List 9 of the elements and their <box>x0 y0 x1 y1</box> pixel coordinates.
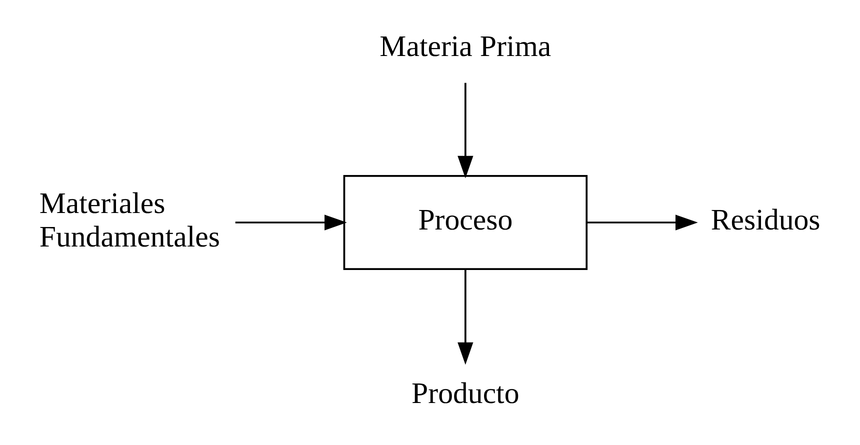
arrow <box>235 214 347 230</box>
node-text: Producto <box>412 376 520 410</box>
arrow <box>458 82 474 178</box>
node-text: Residuos <box>710 204 820 237</box>
node-text: Materiales Fundamentales <box>39 186 220 254</box>
arrow <box>586 214 698 230</box>
node-box: Proceso <box>343 174 588 270</box>
node-text: Materia Prima <box>380 30 552 64</box>
arrow <box>458 270 474 365</box>
